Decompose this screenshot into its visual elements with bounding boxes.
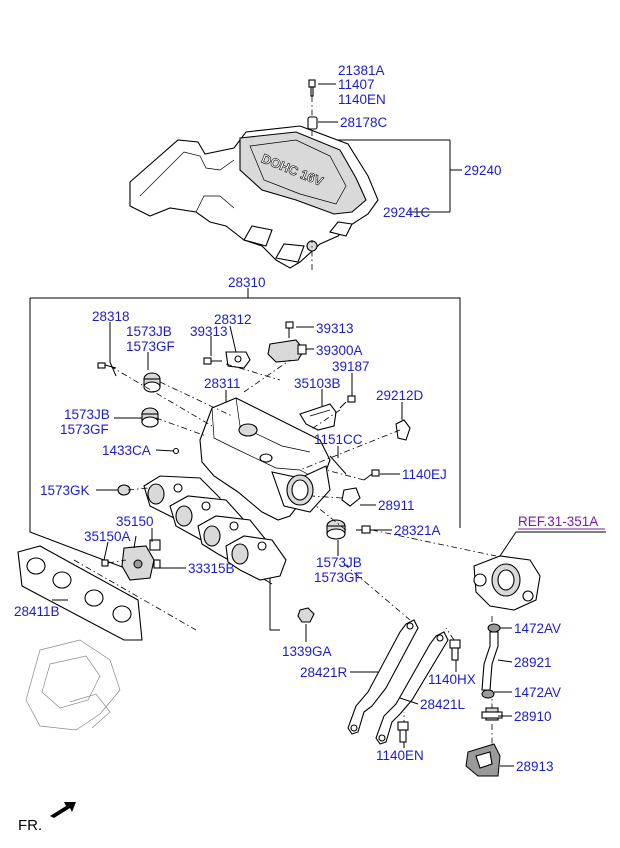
pcv-hose-group xyxy=(465,623,503,777)
cover-bushing xyxy=(307,116,318,130)
label-28321A: 28321A xyxy=(394,523,441,538)
bracket-28312 xyxy=(225,351,251,369)
cover-bolt xyxy=(308,79,316,97)
label-28318: 28318 xyxy=(92,309,130,324)
engine-cover-group: DOHC 16V xyxy=(129,79,462,269)
bolt-39313-left xyxy=(203,357,222,365)
label-1151CC: 1151CC xyxy=(314,432,363,447)
label-39313-a: 39313 xyxy=(190,324,228,339)
label-1140EJ: 1140EJ xyxy=(402,467,447,482)
label-39313-b: 39313 xyxy=(316,321,354,336)
bolt-39187 xyxy=(339,395,356,409)
stud-1151cc xyxy=(329,455,347,475)
label-28311: 28311 xyxy=(204,376,241,391)
label-39300A: 39300A xyxy=(316,343,363,358)
bolt-1433ca xyxy=(172,447,180,455)
bolt-35150a xyxy=(101,559,109,567)
bolt-28318 xyxy=(97,362,117,369)
map-sensor-39300a xyxy=(267,339,307,363)
label-28411B: 28411B xyxy=(14,604,60,619)
label-1433CA: 1433CA xyxy=(102,443,151,458)
label-35103B: 35103B xyxy=(294,376,341,391)
intake-manifold xyxy=(143,397,331,581)
label-1472AV-2: 1472AV xyxy=(514,685,561,700)
assembly-lines xyxy=(73,96,497,744)
clip-29212d xyxy=(395,419,411,441)
engine-block-outline xyxy=(25,639,121,731)
label-1140EN-top: 1140EN xyxy=(338,92,386,107)
label-1472AV-1: 1472AV xyxy=(514,621,561,636)
bolt-33315b xyxy=(153,559,161,569)
label-33315B: 33315B xyxy=(188,561,235,576)
label-ref-31-351A[interactable]: REF.31-351A xyxy=(518,514,598,529)
label-1573GF-1: 1573GF xyxy=(126,339,175,354)
bolt-28321a xyxy=(356,525,371,534)
label-1573GF-3: 1573GF xyxy=(314,570,363,585)
bolt-39313-right xyxy=(285,321,294,338)
label-28911: 28911 xyxy=(378,498,415,513)
label-28421L: 28421L xyxy=(420,697,466,712)
plug-1573jb-middle xyxy=(141,407,159,428)
connector-28911 xyxy=(341,487,361,507)
bolt-1140hx xyxy=(449,639,461,661)
label-1339GA: 1339GA xyxy=(282,644,332,659)
engine-cover: DOHC 16V xyxy=(129,125,379,269)
label-11407: 11407 xyxy=(338,77,375,92)
nut-1339ga xyxy=(297,607,315,623)
bolt-1140en-bottom xyxy=(397,721,409,743)
label-1573JB-1: 1573JB xyxy=(126,324,172,339)
bolt-1140ej xyxy=(363,469,380,481)
label-39187: 39187 xyxy=(332,359,370,374)
label-28421R: 28421R xyxy=(300,665,348,680)
label-28312: 28312 xyxy=(214,312,252,327)
label-1573GF-2: 1573GF xyxy=(60,422,109,437)
gasket-28411b xyxy=(17,545,143,641)
label-1573JB-2: 1573JB xyxy=(64,407,110,422)
label-21381A: 21381A xyxy=(338,63,385,78)
label-28913: 28913 xyxy=(516,759,554,774)
part-labels: 21381A 11407 1140EN 28178C 29240 29241C … xyxy=(14,63,605,834)
label-29240: 29240 xyxy=(464,163,502,178)
small-parts-top xyxy=(97,321,411,581)
leader-lines xyxy=(52,322,514,767)
plug-1573jb-upper xyxy=(143,372,161,393)
label-29212D: 29212D xyxy=(376,388,424,403)
label-1140EN-bottom: 1140EN xyxy=(376,748,424,763)
label-front: FR. xyxy=(18,817,42,834)
label-35150A: 35150A xyxy=(84,529,131,544)
label-1573JB-3: 1573JB xyxy=(316,555,362,570)
bracket-35103b xyxy=(299,403,337,431)
label-35150: 35150 xyxy=(116,514,154,529)
front-direction-arrow xyxy=(50,802,76,818)
label-1140HX: 1140HX xyxy=(428,672,476,687)
label-28178C: 28178C xyxy=(340,115,388,130)
throttle-body-ref xyxy=(473,531,606,611)
plug-1573jb-lower xyxy=(326,519,346,540)
idle-valve-35150 xyxy=(121,539,161,581)
label-29241C: 29241C xyxy=(383,205,431,220)
stay-28421r xyxy=(347,619,419,735)
label-28310: 28310 xyxy=(228,275,266,290)
label-1573GK: 1573GK xyxy=(40,483,90,498)
stay-28421l xyxy=(375,631,449,745)
label-28921: 28921 xyxy=(514,655,552,670)
label-28910: 28910 xyxy=(514,709,552,724)
